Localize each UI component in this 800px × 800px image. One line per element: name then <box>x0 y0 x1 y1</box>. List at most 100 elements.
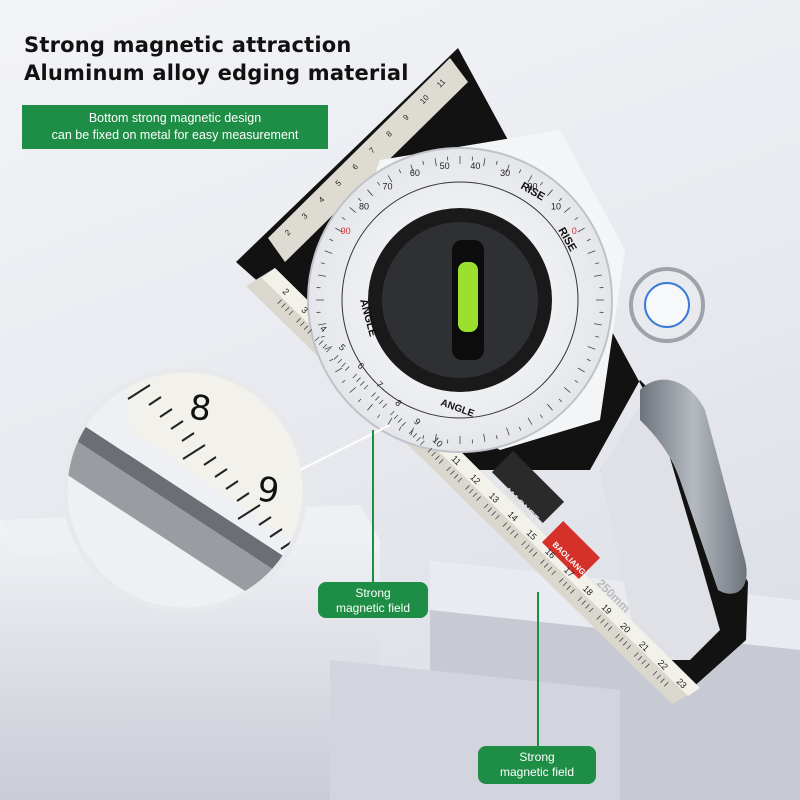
lower-ruler-tick <box>322 344 328 349</box>
lower-ruler-tick <box>352 373 358 379</box>
dial-tick <box>329 238 334 242</box>
dial-tick <box>506 164 510 173</box>
upper-ruler-number: 7 <box>367 145 377 155</box>
lower-ruler-tick <box>521 540 526 546</box>
dial-tick <box>377 181 381 186</box>
lower-ruler-tick <box>318 340 324 345</box>
lower-ruler-tick <box>626 644 632 650</box>
dial-number: 70 <box>382 182 392 192</box>
dial-tick <box>577 367 585 373</box>
dial-tick <box>495 160 498 165</box>
dial-tick <box>586 358 591 362</box>
lower-ruler-tick <box>360 381 365 386</box>
upper-ruler-number: 9 <box>401 112 411 122</box>
lower-ruler-tick <box>615 633 620 639</box>
dial-tick <box>518 169 522 174</box>
lower-ruler-number: 4 <box>318 323 329 334</box>
dial-tick <box>349 207 357 213</box>
lower-ruler-number: 17 <box>562 565 576 579</box>
dial-tick <box>335 367 343 373</box>
zoom-ruler-tick <box>127 384 151 400</box>
dial-tick <box>593 274 602 277</box>
lower-ruler-tick <box>641 659 647 665</box>
info-box: Bottom strong magnetic design can be fix… <box>22 105 328 149</box>
dial-tick <box>318 274 327 277</box>
upper-ruler-number: 4 <box>317 195 327 205</box>
dial-tick <box>324 250 333 254</box>
zoom-ruler-tick <box>225 480 239 490</box>
lower-ruler-tick <box>532 552 538 557</box>
dial-tick <box>558 398 563 403</box>
dial-tick <box>349 387 357 393</box>
angle-finder-device <box>236 48 748 704</box>
zoom-magnifier: 8 9 <box>62 367 308 613</box>
lower-ruler-tick <box>314 336 320 342</box>
zoom-ruler-tick <box>182 444 206 460</box>
lower-ruler-tick <box>510 529 515 535</box>
dial-tick <box>577 227 585 233</box>
lower-ruler-tick <box>472 492 478 498</box>
lower-ruler-tick <box>551 570 556 576</box>
dial-tick <box>367 189 373 197</box>
dial-tick <box>518 426 522 431</box>
dial-tick <box>574 379 579 383</box>
lower-ruler-tick <box>326 347 331 353</box>
dial-number: 50 <box>440 161 450 171</box>
lower-ruler-tick <box>656 674 662 680</box>
lower-ruler-tick <box>660 678 665 683</box>
dial-tick <box>495 435 498 440</box>
dial-tick <box>527 417 533 425</box>
lower-ruler-tick <box>378 399 384 405</box>
zoom-ruler-tick <box>181 432 195 442</box>
lower-ruler-tick <box>337 358 343 364</box>
lower-ruler-tick <box>645 663 650 668</box>
lower-ruler-tick <box>420 440 425 446</box>
lower-ruler-tick <box>596 615 601 620</box>
lower-ruler-number: 18 <box>581 583 595 597</box>
dial-tick <box>483 433 486 442</box>
dial-tick <box>593 323 602 326</box>
lower-ruler-tick <box>491 511 496 516</box>
lower-ruler-tick <box>465 485 470 490</box>
dial-tick <box>558 197 563 202</box>
lower-ruler-tick <box>487 507 493 512</box>
dial-tick <box>341 379 346 383</box>
dial-tick <box>547 189 553 197</box>
dial-tick <box>357 398 362 403</box>
dial-tick <box>341 217 346 221</box>
dial-tick <box>320 335 325 338</box>
dial-number: 30 <box>500 168 510 178</box>
lower-ruler-tick <box>543 563 549 568</box>
lower-ruler-tick <box>431 451 436 457</box>
lower-ruler-tick <box>457 477 463 483</box>
lower-ruler-tick <box>637 656 643 661</box>
lower-ruler-number: 15 <box>524 528 538 542</box>
lower-ruler-tick <box>277 299 283 304</box>
zoom-ruler-tick <box>214 468 228 478</box>
lower-ruler-tick <box>382 403 388 408</box>
lower-ruler-tick <box>412 433 418 438</box>
dial-tick <box>398 169 402 174</box>
lower-ruler-tick <box>446 466 451 472</box>
lower-ruler-tick <box>476 496 481 501</box>
lower-ruler-number: 19 <box>600 602 614 616</box>
lower-ruler-tick <box>438 459 444 464</box>
dial-tick <box>563 387 571 393</box>
dial-number: 60 <box>410 168 420 178</box>
lower-ruler-tick <box>502 522 508 527</box>
lower-ruler-tick <box>513 533 519 538</box>
lower-ruler-tick <box>356 377 361 382</box>
lower-ruler-number: 10 <box>431 435 445 449</box>
lower-ruler-tick <box>603 622 609 628</box>
dial-tick <box>539 181 543 186</box>
upper-ruler <box>268 58 468 262</box>
dial-number: 10 <box>551 201 561 211</box>
lower-ruler-tick <box>618 637 624 642</box>
lower-ruler-tick <box>577 596 583 602</box>
lower-ruler-tick <box>525 544 530 550</box>
callout-magnetic-field-2: Strong magnetic field <box>478 746 596 784</box>
dial-number: 90 <box>341 226 351 236</box>
lower-ruler-tick <box>375 396 380 401</box>
lower-ruler-tick <box>558 578 564 583</box>
